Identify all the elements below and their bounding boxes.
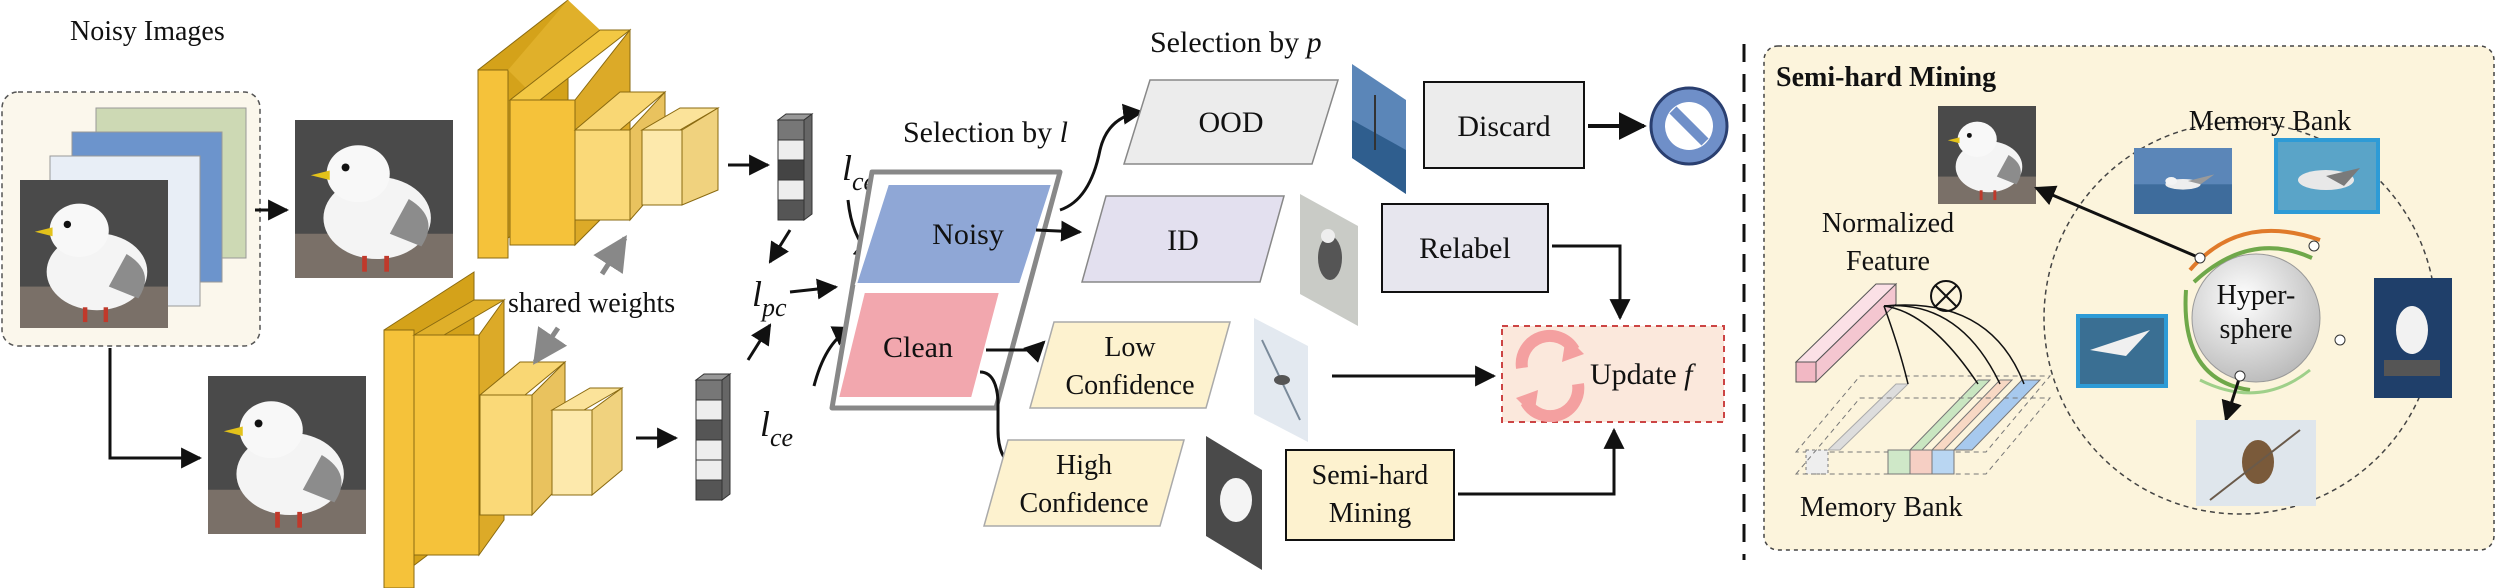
memory-bank-bottom-label: Memory Bank xyxy=(1800,492,1963,523)
relabel-box xyxy=(1381,203,1549,293)
high-confidence-image xyxy=(1206,436,1262,570)
encoder-top xyxy=(477,0,720,259)
clean-box xyxy=(836,291,1002,399)
ood-image xyxy=(1352,64,1406,194)
encoder-bottom xyxy=(383,271,624,588)
loss-pc: lpc xyxy=(752,274,787,322)
memory-image-3 xyxy=(2076,314,2168,388)
query-bird-image xyxy=(1936,104,2038,206)
hypersphere-label-1: Hyper- xyxy=(2217,280,2296,311)
noisy-box xyxy=(854,183,1054,285)
hypersphere-label-2: sphere xyxy=(2219,314,2292,345)
loss-ce-bottom: lce xyxy=(760,404,793,452)
normalized-feature-label-1: Normalized xyxy=(1822,208,1954,239)
memory-image-1 xyxy=(2134,148,2232,214)
selection-by-p-label: Selection by p xyxy=(1150,26,1322,59)
high-confidence-label-1: High xyxy=(1056,450,1112,481)
svg-text:lce: lce xyxy=(760,404,793,452)
relabel-label: Relabel xyxy=(1419,232,1511,265)
bird-image-top xyxy=(295,120,453,278)
semi-hard-mining-label-1: Semi-hard xyxy=(1312,460,1429,491)
low-confidence-label-1: Low xyxy=(1104,332,1156,363)
discard-label: Discard xyxy=(1457,110,1550,143)
ood-label: OOD xyxy=(1199,106,1264,139)
low-confidence-box xyxy=(1029,321,1231,409)
low-confidence-image xyxy=(1254,318,1308,442)
high-confidence-label-2: Confidence xyxy=(1019,488,1148,519)
memory-image-4 xyxy=(2374,278,2452,398)
semi-hard-mining-label-2: Mining xyxy=(1329,498,1411,529)
stacked-noisy-images xyxy=(20,107,247,328)
memory-image-2 xyxy=(2274,138,2380,214)
update-f-label: Update f xyxy=(1590,358,1696,391)
update-cycle-icon xyxy=(1515,329,1585,423)
noisy-images-label: Noisy Images xyxy=(70,16,225,47)
memory-bank-bars xyxy=(1794,375,2052,475)
clean-label: Clean xyxy=(883,331,953,364)
svg-text:lpc: lpc xyxy=(752,274,787,322)
id-box xyxy=(1081,195,1285,283)
feature-vector-top xyxy=(776,113,814,221)
panel-title: Semi-hard Mining xyxy=(1776,62,1996,93)
green-arc xyxy=(2192,246,2313,284)
normalized-feature-label-2: Feature xyxy=(1846,246,1930,277)
low-confidence-label-2: Confidence xyxy=(1065,370,1194,401)
noisy-label: Noisy xyxy=(932,218,1004,251)
otimes-icon xyxy=(1930,280,1962,312)
semi-hard-mining-box xyxy=(1285,449,1455,541)
feature-links xyxy=(1883,304,2025,385)
shared-weights-label: shared weights xyxy=(508,288,675,319)
bird-image-bottom xyxy=(208,376,366,534)
prohibited-icon xyxy=(1649,86,1729,166)
selection-by-l-label: Selection by l xyxy=(903,116,1068,149)
feature-vector-bottom xyxy=(694,373,732,501)
memory-image-5 xyxy=(2196,420,2316,506)
id-label: ID xyxy=(1167,224,1199,257)
high-confidence-box xyxy=(983,439,1185,527)
memory-bank-top-label: Memory Bank xyxy=(2189,106,2352,137)
ood-box xyxy=(1122,79,1340,165)
bird-photo-icon xyxy=(20,180,168,328)
normalized-feature-bar xyxy=(1794,282,1898,384)
id-image xyxy=(1300,194,1358,326)
hypersphere xyxy=(2191,253,2321,383)
discard-box xyxy=(1423,81,1585,169)
